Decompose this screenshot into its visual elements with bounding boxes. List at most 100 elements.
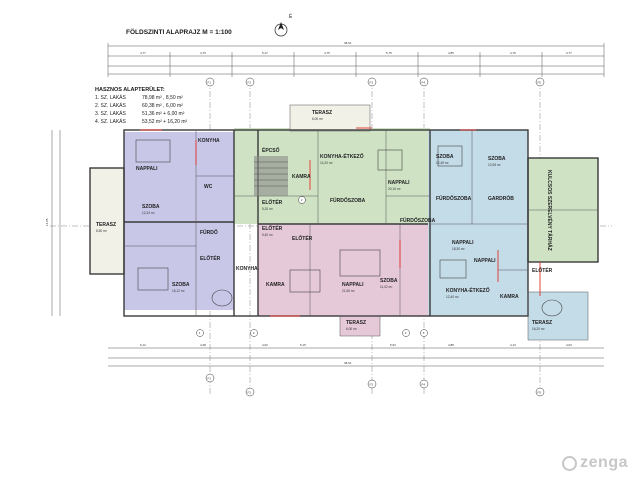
dimension-segment: 4,77 bbox=[140, 51, 146, 55]
room-name: SZOBA bbox=[172, 282, 190, 288]
dimension-left: 14,05 bbox=[45, 218, 49, 226]
axis-number: 3 bbox=[253, 331, 255, 335]
room-name: FÜRDŐ bbox=[200, 229, 218, 236]
apartment-1-fill bbox=[124, 132, 234, 310]
room-name: ELŐTÉR bbox=[262, 198, 283, 206]
axis-number: 4 bbox=[405, 331, 407, 335]
area-row-label: 3. SZ. LAKÁS bbox=[95, 110, 127, 117]
axis-label: F5 bbox=[538, 81, 542, 85]
axis-label: F4 bbox=[422, 81, 426, 85]
room-area: 6,00 m² bbox=[346, 327, 357, 331]
dimension-segment: 4,00 bbox=[262, 343, 268, 347]
room-area: 20,16 m² bbox=[388, 187, 401, 191]
staircase bbox=[254, 156, 288, 196]
axis-label: F1 bbox=[208, 377, 212, 381]
room-area: 12,34 m² bbox=[142, 211, 155, 215]
room-name: ELŐTÉR bbox=[262, 224, 283, 232]
room-area: 6,00 m² bbox=[312, 117, 323, 121]
room-area: 16,20 m² bbox=[532, 327, 545, 331]
left-terrace-fill bbox=[90, 168, 124, 274]
dimension-segment: 4,13 bbox=[510, 343, 516, 347]
room-area: 15,12 m² bbox=[172, 289, 185, 293]
room-area: 21,56 m² bbox=[342, 289, 355, 293]
room-name: SZOBA bbox=[380, 278, 398, 284]
room-area: 18,30 m² bbox=[452, 247, 465, 251]
room-name: KONYHA-ÉTKEZŐ bbox=[320, 152, 364, 160]
axis-number: 5 bbox=[423, 331, 425, 335]
opening-markers bbox=[140, 127, 541, 317]
dimension-total-top: 38,61 bbox=[344, 41, 352, 45]
dimension-segment: 4,76 bbox=[510, 51, 516, 55]
area-row-value: 60,38 m² , 6,00 m² bbox=[142, 103, 183, 109]
dimension-total-bottom: 38,61 bbox=[344, 361, 352, 365]
north-arrow-icon: É bbox=[274, 13, 293, 37]
dimension-chain-bottom: 38,61 6,12 4,38 4,00 5,15 5,93 4,88 4,13… bbox=[108, 343, 604, 367]
area-row-value: 53,52 m² + 16,20 m² bbox=[142, 119, 187, 125]
room-name: FÜRDŐSZOBA bbox=[330, 197, 366, 204]
room-area: 5,40 m² bbox=[262, 233, 273, 237]
room-name: NAPPALI bbox=[388, 180, 410, 186]
room-name: NAPPALI bbox=[136, 166, 158, 172]
dimension-segment: 4,38 bbox=[200, 343, 206, 347]
axis-number-markers: 2 1 3 4 5 bbox=[196, 196, 428, 337]
dimension-segment: 4,85 bbox=[448, 51, 454, 55]
area-schedule: HASZNOS ALAPTERÜLET: 1. SZ. LAKÁS 78,98 … bbox=[95, 86, 187, 125]
room-name: FÜRDŐSZOBA bbox=[400, 217, 436, 224]
room-name: GARDRÓB bbox=[488, 194, 514, 202]
dimension-segment: 6,12 bbox=[140, 343, 146, 347]
room-name: FÜRDŐSZOBA bbox=[436, 195, 472, 202]
plan-title: FÖLDSZINTI ALAPRAJZ M = 1:100 bbox=[126, 27, 232, 36]
axis-number: 2 bbox=[301, 198, 303, 202]
room-name: SZOBA bbox=[142, 204, 160, 210]
room-area: 11,02 m² bbox=[380, 285, 392, 289]
area-row-label: 4. SZ. LAKÁS bbox=[95, 118, 127, 125]
furniture bbox=[135, 139, 563, 317]
room-name: KONYHA-ÉTKEZŐ bbox=[446, 286, 490, 294]
room-name: SZOBA bbox=[436, 154, 454, 160]
area-schedule-heading: HASZNOS ALAPTERÜLET: bbox=[95, 86, 165, 93]
dimension-segment: 4,88 bbox=[448, 343, 454, 347]
room-area: 12,40 m² bbox=[446, 295, 459, 299]
dimension-segment: 5,75 bbox=[386, 51, 392, 55]
dimension-segment: 3,77 bbox=[566, 51, 572, 55]
area-row-value: 51,36 m² + 6,00 m² bbox=[142, 111, 185, 117]
area-row-label: 1. SZ. LAKÁS bbox=[95, 94, 127, 101]
dimension-chain-top: 38,61 4,77 4,79 5,17 4,75 5,75 4,85 4,76… bbox=[107, 41, 605, 77]
zenga-watermark: zenga bbox=[562, 454, 628, 472]
dimension-segment: 5,17 bbox=[262, 51, 268, 55]
room-name: KAMRA bbox=[292, 174, 311, 180]
dimension-segment: 5,15 bbox=[300, 343, 306, 347]
room-labels: KONYHA SZOBA 12,34 m² SZOBA 15,12 m² TER… bbox=[96, 110, 554, 331]
dimension-segment: 4,75 bbox=[324, 51, 330, 55]
dimension-segment: 4,79 bbox=[200, 51, 206, 55]
room-name: KONYHA bbox=[198, 138, 220, 144]
dimension-segment: 4,03 bbox=[566, 343, 572, 347]
room-name: WC bbox=[204, 184, 213, 190]
dimension-chain-left: 14,05 bbox=[45, 130, 61, 316]
apartment-4-fill bbox=[428, 130, 528, 316]
room-name: NAPPALI bbox=[474, 258, 496, 264]
room-name: TERASZ bbox=[96, 222, 116, 228]
axis-markers-top: F1 F2 F3 F4 F5 bbox=[205, 77, 545, 87]
room-name: ELŐTÉR bbox=[200, 254, 221, 262]
axis-label: F1 bbox=[208, 81, 212, 85]
room-name: NAPPALI bbox=[342, 282, 364, 288]
room-area: 14,20 m² bbox=[320, 161, 333, 165]
room-area: 8,50 m² bbox=[96, 229, 107, 233]
axis-markers-bottom: F1 F2 F3 F4 F5 bbox=[205, 373, 545, 397]
room-name: TERASZ bbox=[312, 110, 332, 116]
room-name: SZOBA bbox=[488, 156, 506, 162]
apartment-3-fill bbox=[258, 224, 428, 316]
watermark-text: zenga bbox=[580, 454, 628, 471]
room-name: KAMRA bbox=[266, 282, 285, 288]
axis-label: F3 bbox=[370, 383, 374, 387]
axis-number: 1 bbox=[199, 331, 201, 335]
room-name: NAPPALI bbox=[452, 240, 474, 246]
axis-label: F3 bbox=[370, 81, 374, 85]
room-area: 12,08 m² bbox=[488, 163, 501, 167]
room-name: TERASZ bbox=[346, 320, 366, 326]
axis-label: F2 bbox=[248, 81, 252, 85]
room-name: ELŐTÉR bbox=[292, 234, 313, 242]
zenga-logo-icon bbox=[562, 455, 578, 471]
